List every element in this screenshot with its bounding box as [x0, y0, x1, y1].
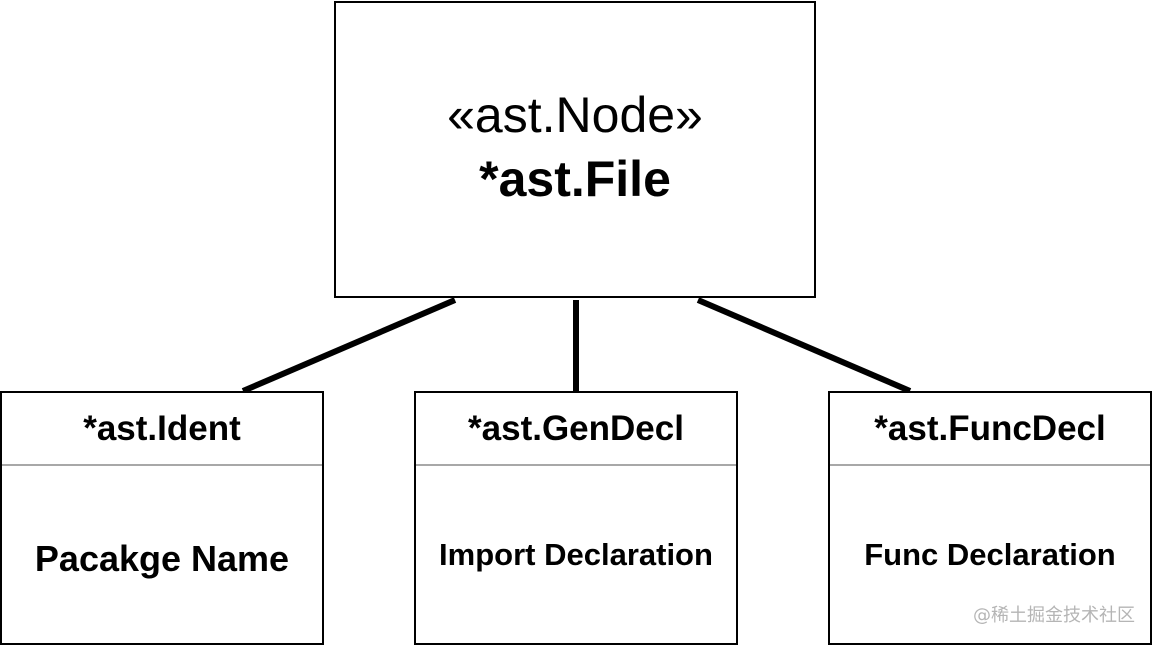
- child-node-description: Func Declaration: [864, 536, 1116, 572]
- edge-file-to-funcdecl: [696, 297, 912, 394]
- child-node-title: *ast.GenDecl: [416, 393, 736, 466]
- child-node-title: *ast.FuncDecl: [830, 393, 1150, 466]
- root-node-file: «ast.Node» *ast.File: [334, 1, 816, 298]
- edge-file-to-ident: [241, 297, 457, 394]
- child-node-gendecl: *ast.GenDecl Import Declaration: [414, 391, 738, 645]
- root-node-stereotype: «ast.Node»: [447, 86, 703, 143]
- child-node-description: Import Declaration: [439, 536, 713, 572]
- child-node-ident: *ast.Ident Pacakge Name: [0, 391, 324, 645]
- child-node-description: Pacakge Name: [34, 537, 290, 579]
- child-node-funcdecl: *ast.FuncDecl Func Declaration: [828, 391, 1152, 645]
- child-node-title: *ast.Ident: [2, 393, 322, 466]
- root-node-name: *ast.File: [479, 150, 671, 207]
- watermark: @稀土掘金技术社区: [973, 605, 1135, 626]
